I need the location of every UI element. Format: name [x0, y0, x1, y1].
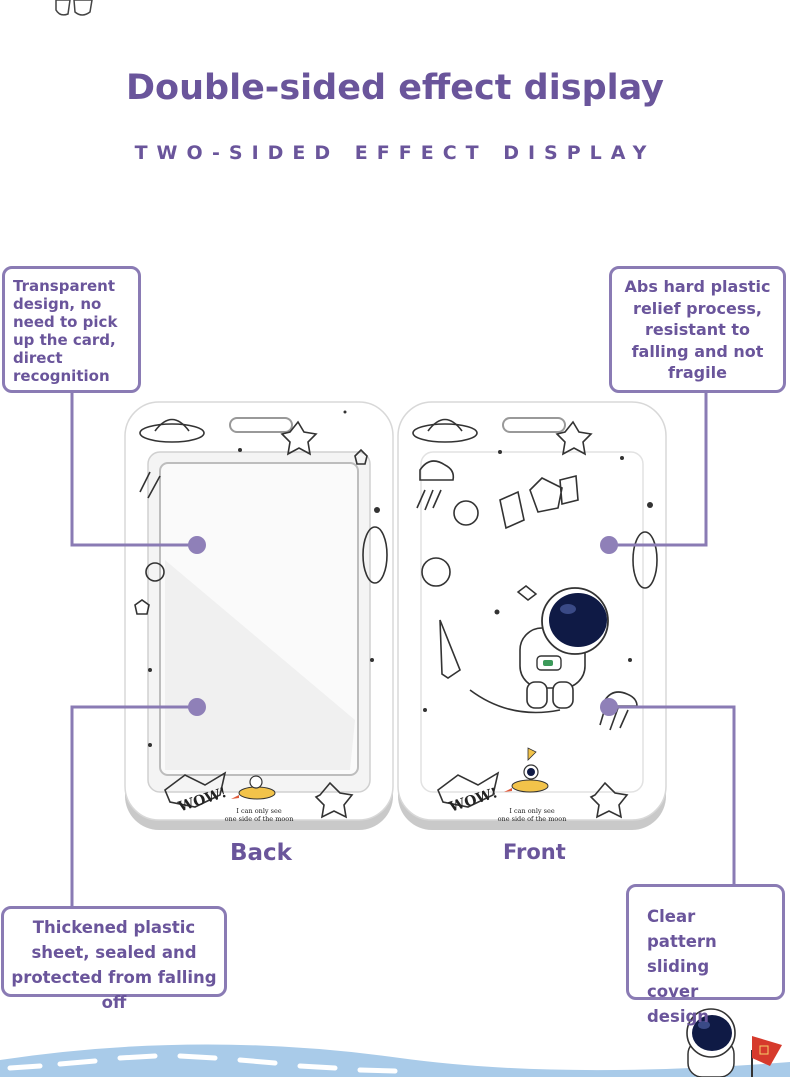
front-card-label: Front: [503, 840, 566, 864]
back-moon-text-2: one side of the moon: [225, 815, 294, 823]
front-moon-text-1: I can only see: [509, 807, 555, 815]
callout-abs-plastic: Abs hard plastic relief process, resista…: [609, 266, 786, 393]
callout-sliding-text: Clear pattern sliding cover design: [647, 907, 717, 1026]
callout-thickened-sheet: Thickened plastic sheet, sealed and prot…: [1, 906, 227, 1012]
callout-transparent-design: Transparent design, no need to pick up t…: [2, 266, 141, 393]
callout-abs-text: Abs hard plastic relief process, resista…: [624, 277, 771, 382]
flag-astronaut-icon: [686, 1008, 782, 1077]
back-moon-text-1: I can only see: [236, 807, 282, 815]
back-card-label: Back: [230, 840, 292, 866]
rocket-astronaut-icon: [231, 775, 276, 800]
back-card: WOW! I can only see one side of the moon: [124, 401, 394, 830]
callout-sliding-cover: Clear pattern sliding cover design: [626, 884, 785, 1026]
front-card: WOW! I can only see one side of the moon: [397, 401, 667, 830]
page-subtitle: TWO-SIDED EFFECT DISPLAY: [134, 142, 656, 164]
front-moon-text-2: one side of the moon: [498, 815, 567, 823]
callout-dots: [188, 536, 618, 716]
bottom-wave: [0, 1044, 790, 1077]
astronaut-illustration: [516, 585, 609, 709]
page-title: Double-sided effect display: [126, 68, 664, 108]
astronaut-feet-icon: [55, 0, 93, 16]
front-rocket-astronaut-icon: [504, 747, 549, 793]
callout-leader-lines: [70, 393, 736, 906]
callout-transparent-text: Transparent design, no need to pick up t…: [13, 277, 118, 385]
callout-thickened-text: Thickened plastic sheet, sealed and prot…: [11, 918, 217, 1012]
